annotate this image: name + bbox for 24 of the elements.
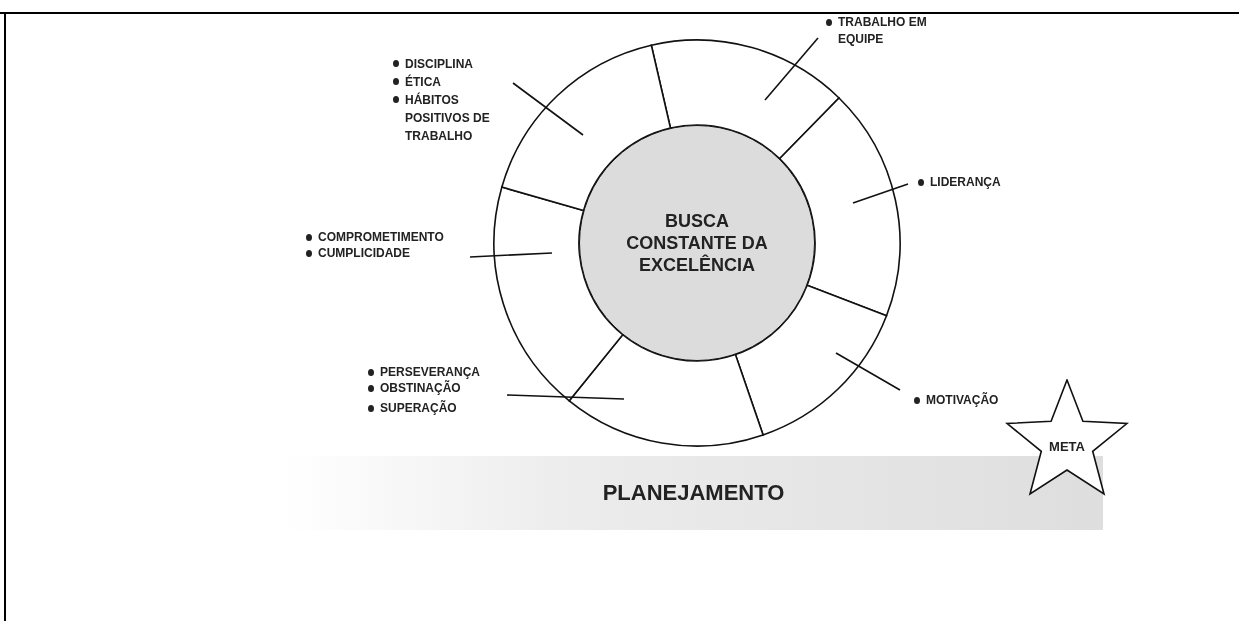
list-item: MOTIVAÇÃO [912, 392, 999, 408]
ring-segment [734, 284, 888, 436]
list-item: SUPERAÇÃO [366, 400, 481, 416]
list-item: CUMPLICIDADE [304, 245, 444, 261]
leader-line [852, 183, 909, 204]
star-label: META [1049, 438, 1085, 454]
leader-line [469, 252, 553, 258]
list-item: TRABALHO EM EQUIPE [824, 14, 938, 48]
list-item: COMPROMETIMENTO [304, 229, 444, 245]
leader-line [506, 394, 625, 400]
ring-segment [493, 186, 624, 402]
ring-segment [568, 333, 764, 447]
ring-segment [650, 39, 840, 160]
ring-segment [501, 44, 672, 212]
ring-segment [778, 97, 901, 317]
list-item: OBSTINAÇÃO [366, 380, 481, 396]
list-item: HÁBITOS POSITIVOS DE TRABALHO [391, 91, 515, 145]
leader-line [764, 37, 819, 101]
list-item: ÉTICA [391, 73, 515, 91]
leader-line [512, 82, 584, 136]
list-item: DISCIPLINA [391, 55, 515, 73]
leader-line [835, 352, 901, 391]
list-item: PERSEVERANÇA [366, 364, 481, 380]
list-item: LIDERANÇA [916, 174, 1001, 190]
